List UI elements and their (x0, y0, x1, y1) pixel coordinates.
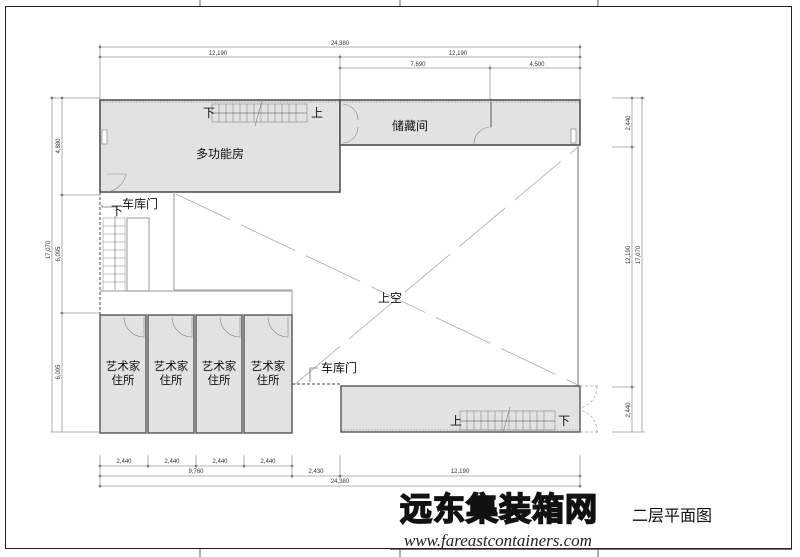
dim-top-overall: 24,380 (331, 41, 350, 47)
stair-label-bottom-down: 下 (558, 414, 570, 428)
brand-url[interactable]: www.fareastcontainers.com (404, 531, 592, 550)
garage-door-label-right: 车库门 (321, 360, 357, 375)
stair-label-bottom-up: 上 (450, 414, 462, 428)
left-dimensions (50, 96, 100, 433)
dim-bottom-unit3: 2,440 (212, 459, 228, 465)
stair-label-up: 上 (311, 106, 323, 120)
artist-residence-1-label-b: 住所 (112, 373, 135, 387)
dim-left-top: 4,880 (56, 138, 62, 154)
bottom-staircase (459, 406, 556, 434)
artist-residences (99, 314, 293, 434)
garage-door-leader-left (101, 205, 118, 208)
left-staircase (99, 192, 292, 315)
room-label-void: 上空 (378, 291, 402, 305)
void-area (173, 144, 580, 387)
dim-bottom-unit4: 2,440 (260, 459, 276, 465)
dim-bottom-unit2: 2,440 (164, 459, 180, 465)
bottom-dimensions (98, 455, 582, 488)
dim-right-top: 2,440 (626, 115, 632, 131)
dim-bottom-units-total: 9,760 (188, 469, 204, 475)
top-dimensions (98, 44, 582, 100)
artist-residence-4-label-a: 艺术家 (251, 359, 286, 373)
dim-top-right-b: 4,500 (529, 62, 545, 68)
drawing-title: 二层平面图 (632, 506, 713, 525)
room-label-storage: 储藏间 (392, 118, 428, 133)
right-dimensions (612, 96, 645, 433)
stair-label-down: 下 (203, 106, 215, 120)
dim-right-overall: 17,070 (636, 245, 642, 264)
top-staircase (211, 100, 308, 127)
garage-door-leader-right (309, 367, 318, 382)
artist-residence-4-label-b: 住所 (257, 373, 280, 387)
bottom-container (340, 385, 600, 433)
dim-left-bottom: 6,095 (56, 364, 62, 380)
dim-left-overall: 17,070 (46, 240, 52, 259)
room-label-multi-function: 多功能房 (196, 146, 244, 161)
dim-top-right-half: 12,190 (449, 51, 468, 57)
storage-room (339, 99, 581, 146)
dim-right-middle: 12,190 (626, 245, 632, 264)
dim-top-right-a: 7,690 (410, 62, 426, 68)
artist-residence-2 (147, 314, 195, 434)
dim-bottom-unit1: 2,440 (116, 459, 132, 465)
multi-function-room (99, 99, 341, 193)
dim-bottom-overall: 24,380 (331, 479, 350, 485)
artist-residence-3-label-a: 艺术家 (202, 359, 237, 373)
dim-right-bottom: 2,440 (626, 402, 632, 418)
dim-left-middle: 6,095 (56, 246, 62, 262)
artist-residence-4 (243, 314, 293, 434)
dim-bottom-right: 12,190 (451, 469, 470, 475)
dim-top-left-half: 12,190 (209, 51, 228, 57)
artist-residence-2-label-a: 艺术家 (154, 359, 189, 373)
dim-bottom-gap: 2,430 (308, 469, 324, 475)
artist-residence-2-label-b: 住所 (160, 373, 183, 387)
artist-residence-3-label-b: 住所 (208, 373, 231, 387)
artist-residence-3 (195, 314, 243, 434)
stair-label-left-down: 下 (111, 204, 123, 218)
artist-residence-1 (99, 314, 147, 434)
brand-logo: 远东集装箱网 (399, 489, 599, 529)
artist-residence-1-label-a: 艺术家 (106, 359, 141, 373)
garage-door-label-left: 车库门 (122, 196, 158, 211)
